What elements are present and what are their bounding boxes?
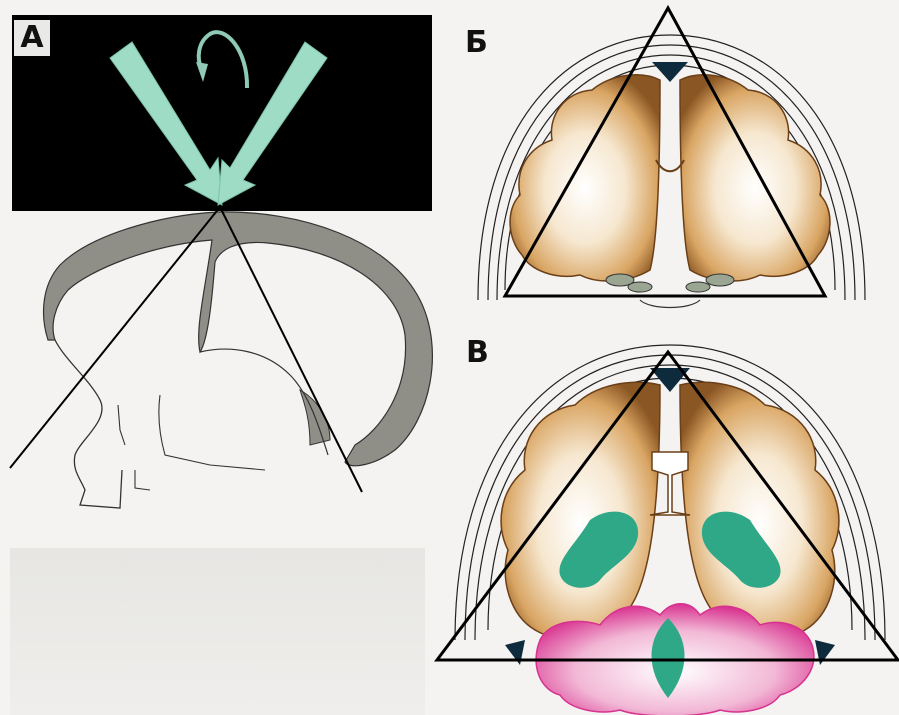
panel-label-a: А [14, 20, 50, 56]
panel-label-c: В [466, 338, 489, 368]
panel-a [10, 15, 432, 715]
panel-c [437, 345, 898, 715]
lower-gray-area [10, 548, 425, 715]
temporal-lobes-b [606, 274, 734, 292]
skull-sagittal [44, 212, 433, 508]
brainstem-outline-b [640, 300, 700, 308]
brain-hemisphere-left-c [501, 382, 660, 638]
brain-hemisphere-right-b [680, 75, 830, 281]
midline-structure-b [656, 160, 684, 171]
brain-hemisphere-right-c [680, 382, 839, 638]
panel-b [478, 8, 865, 308]
panel-label-b: Б [465, 28, 488, 58]
